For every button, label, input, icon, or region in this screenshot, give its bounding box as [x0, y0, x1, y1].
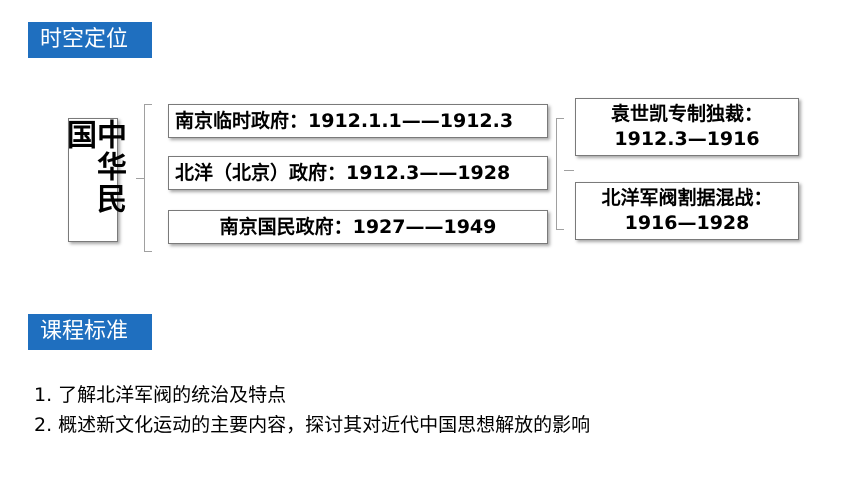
government-nanjing-national: 南京国民政府：1927——1949 [168, 210, 548, 244]
era-bracket-tick [136, 178, 144, 179]
government-nanjing-provisional: 南京临时政府：1912.1.1——1912.3 [168, 104, 548, 138]
standards-list: 1. 了解北洋军阀的统治及特点 2. 概述新文化运动的主要内容，探讨其对近代中国… [34, 380, 590, 440]
era-bracket [144, 104, 152, 252]
period-title: 北洋军阀割据混战： [601, 187, 773, 209]
era-title-box: 中华民国 [61, 118, 126, 242]
period-range: 1916—1928 [624, 212, 750, 234]
government-beiyang: 北洋（北京）政府：1912.3——1928 [168, 156, 548, 190]
section-tag-curriculum-standards: 课程标准 [28, 314, 152, 350]
beiyang-bracket [556, 118, 564, 230]
period-title: 袁世凯专制独裁： [610, 103, 763, 125]
beiyang-bracket-tick [564, 170, 574, 171]
section-tag-time-positioning: 时空定位 [28, 22, 152, 58]
period-yuan-shikai: 袁世凯专制独裁： 1912.3—1916 [575, 98, 799, 156]
standard-item: 2. 概述新文化运动的主要内容，探讨其对近代中国思想解放的影响 [34, 414, 591, 436]
standard-item: 1. 了解北洋军阀的统治及特点 [34, 384, 287, 406]
period-range: 1912.3—1916 [614, 128, 760, 150]
period-warlord-era: 北洋军阀割据混战： 1916—1928 [575, 182, 799, 240]
